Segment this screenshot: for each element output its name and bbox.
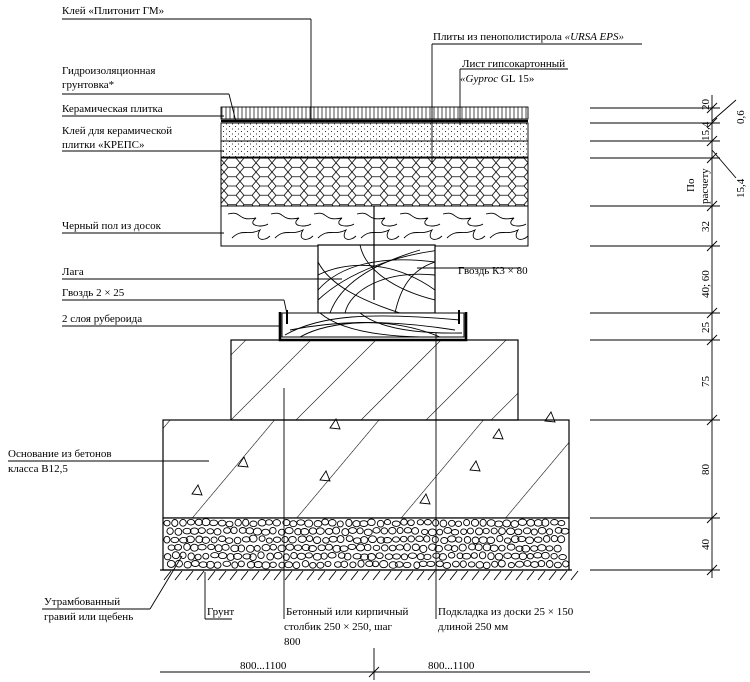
label-gravel-1: Утрамбованный bbox=[44, 596, 120, 608]
label-ceramic-tile: Керамическая плитка bbox=[62, 103, 163, 115]
label-post-2: столбик 250 × 250, шаг bbox=[284, 621, 393, 633]
dim-75: 75 bbox=[700, 376, 712, 388]
dim-0-6: 0,6 bbox=[735, 110, 747, 124]
label-black-floor: Черный пол из досок bbox=[62, 220, 162, 232]
label-hydro-primer-2: грунтовка* bbox=[62, 79, 114, 91]
pad-grain bbox=[284, 313, 463, 337]
dim-80: 80 bbox=[700, 464, 712, 476]
dim-po-raschetu-1: По bbox=[685, 178, 697, 192]
dim-40: 40 bbox=[700, 539, 712, 551]
label-pad-1: Подкладка из доски 25 × 150 bbox=[438, 606, 574, 618]
label-post-1: Бетонный или кирпичный bbox=[286, 606, 408, 618]
concrete-post bbox=[230, 339, 519, 421]
label-ceramic-glue-2: плитки «КРЕПС» bbox=[62, 139, 145, 151]
label-pad-2: длиной 250 мм bbox=[438, 621, 508, 633]
label-nail-2x25: Гвоздь 2 × 25 bbox=[62, 287, 125, 299]
dim-po-raschetu-2: расчету bbox=[699, 168, 711, 204]
spacing-dimension bbox=[160, 648, 590, 680]
label-hydro-primer-1: Гидроизоляционная bbox=[62, 65, 155, 77]
concrete-base bbox=[162, 419, 570, 519]
label-glue-pliontit: Клей «Плитонит ГМ» bbox=[62, 5, 164, 17]
dim-40-60: 40; 60 bbox=[700, 270, 712, 298]
label-base-2: класса В12,5 bbox=[8, 463, 68, 475]
joist-grain bbox=[318, 245, 435, 313]
eps-plates-layer bbox=[220, 157, 529, 207]
dim-32: 32 bbox=[700, 221, 712, 232]
label-nail-k3: Гвоздь К3 × 80 bbox=[458, 265, 528, 277]
dim-15-4-b: 15,4 bbox=[735, 178, 747, 198]
ceramic-glue-layer bbox=[220, 140, 529, 158]
label-joist: Лага bbox=[62, 266, 84, 278]
label-gravel-2: гравий или щебень bbox=[44, 611, 133, 623]
dim-15-4-a: 15,4 bbox=[700, 121, 712, 141]
dimension-chain bbox=[590, 95, 737, 578]
label-ceramic-glue-1: Клей для керамической bbox=[62, 125, 172, 137]
leader-lines bbox=[8, 18, 642, 620]
gypsum-board-layer bbox=[220, 122, 529, 142]
aggregate-triangles bbox=[191, 411, 556, 505]
label-eps-plates: Плиты из пенополистирола «URSA EPS» bbox=[433, 31, 624, 43]
spacing-left: 800...1100 bbox=[240, 660, 287, 672]
wood-grain-marks bbox=[227, 212, 529, 240]
ceramic-tile-layer bbox=[220, 106, 529, 120]
label-base-1: Основание из бетонов bbox=[8, 448, 112, 460]
spacing-right: 800...1100 bbox=[428, 660, 475, 672]
gravel-stones bbox=[163, 518, 570, 570]
label-soil: Грунт bbox=[207, 606, 234, 618]
soil-hatch bbox=[163, 570, 579, 581]
dim-20: 20 bbox=[700, 99, 712, 111]
label-gypsum-1: Лист гипсокартонный bbox=[462, 58, 565, 70]
label-gypsum-2: «Gyproc GL 15» bbox=[460, 73, 534, 85]
label-post-3: 800 bbox=[284, 636, 301, 648]
dim-25: 25 bbox=[700, 322, 712, 334]
label-ruberoid: 2 слоя рубероида bbox=[62, 313, 142, 325]
